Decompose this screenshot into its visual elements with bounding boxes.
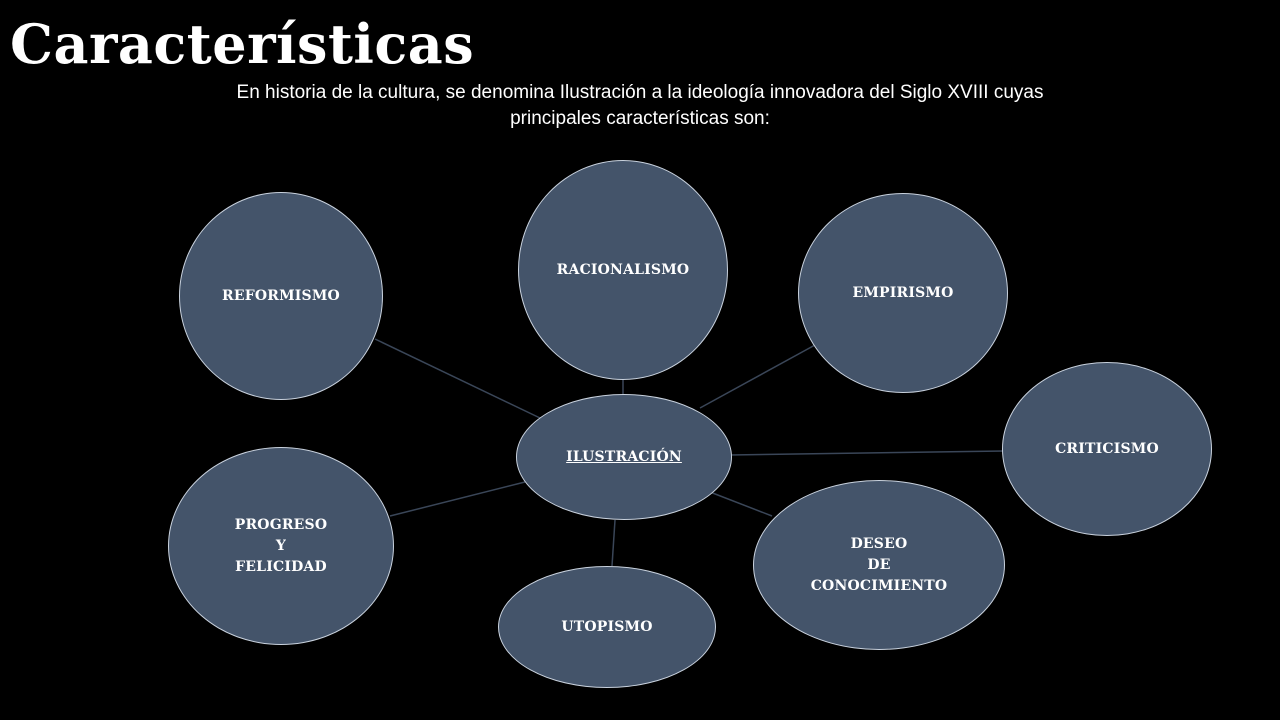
connector-empirismo xyxy=(699,344,816,409)
node-label-reformismo: REFORMISMO xyxy=(222,287,340,304)
connector-progreso xyxy=(389,481,526,517)
node-label-racionalismo: RACIONALISMO xyxy=(556,261,690,278)
node-racionalismo: RACIONALISMO xyxy=(518,160,728,380)
node-label-empirismo: EMPIRISMO xyxy=(852,284,954,301)
node-deseo-conocimiento: DESEO DE CONOCIMIENTO xyxy=(753,480,1005,650)
connector-utopismo xyxy=(611,519,616,567)
node-label-progreso-felicidad: PROGRESO Y FELICIDAD xyxy=(234,516,328,575)
connector-deseo xyxy=(709,491,773,517)
node-label-utopismo: UTOPISMO xyxy=(561,618,653,635)
node-progreso-felicidad: PROGRESO Y FELICIDAD xyxy=(168,447,394,645)
slide-title: Características xyxy=(10,12,475,76)
intro-text: En historia de la cultura, se denomina I… xyxy=(236,82,1044,129)
node-label-criticismo: CRITICISMO xyxy=(1055,440,1159,457)
node-criticismo: CRITICISMO xyxy=(1002,362,1212,536)
connector-reformismo xyxy=(374,338,541,419)
node-utopismo: UTOPISMO xyxy=(498,566,716,688)
connector-criticismo xyxy=(729,450,1005,456)
node-ilustracion-center: ILUSTRACIÓN xyxy=(516,394,732,520)
node-reformismo: REFORMISMO xyxy=(179,192,383,400)
node-empirismo: EMPIRISMO xyxy=(798,193,1008,393)
node-label-deseo-conocimiento: DESEO DE CONOCIMIENTO xyxy=(810,535,948,594)
node-label-ilustracion: ILUSTRACIÓN xyxy=(566,448,682,465)
